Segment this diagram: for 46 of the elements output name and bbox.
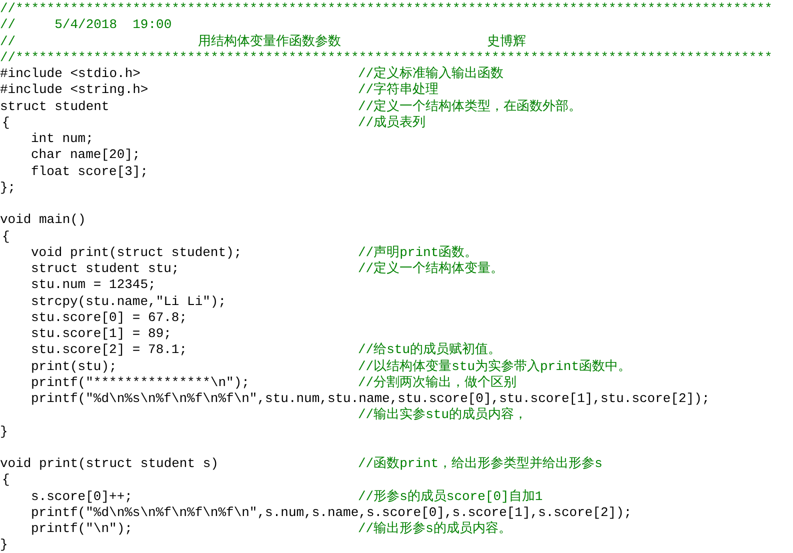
code-line: stu.score[1] = 89; bbox=[31, 326, 172, 342]
code-line: char name[20]; bbox=[31, 147, 140, 164]
code-comment: //输出实参stu的成员内容， bbox=[358, 407, 528, 424]
code-line: #include <stdio.h> bbox=[0, 66, 140, 82]
code-line: int num; bbox=[31, 131, 94, 147]
code-line: { bbox=[2, 228, 10, 244]
code-line: struct student stu; bbox=[31, 261, 180, 277]
code-line: struct student bbox=[0, 98, 110, 114]
code-line: stu.num = 12345; bbox=[31, 277, 156, 294]
code-line: printf("***************\n"); bbox=[31, 374, 250, 391]
code-line: }; bbox=[0, 180, 16, 196]
code-line: void print(struct student); bbox=[31, 244, 242, 261]
code-line: s.score[0]++; bbox=[31, 488, 132, 504]
code-line: } bbox=[0, 537, 8, 553]
code-line: } bbox=[0, 424, 8, 440]
code-comment: //函数print，给出形参类型并给出形参s bbox=[358, 456, 602, 472]
code-comment: //形参s的成员score[0]自加1 bbox=[358, 488, 543, 504]
header-comment: //************************************************************************************************* bbox=[0, 1, 772, 17]
code-line: strcpy(stu.name,"Li Li"); bbox=[31, 294, 226, 310]
header-comment: 史博辉 bbox=[487, 34, 526, 50]
code-comment: //定义标准输入输出函数 bbox=[358, 66, 504, 82]
code-line: printf("%d\n%s\n%f\n%f\n%f\n",stu.num,stu.name,stu.score[0],stu.score[1],stu.score[2]); bbox=[31, 391, 710, 407]
header-comment: // bbox=[0, 34, 16, 50]
header-comment: // 5/4/2018 19:00 bbox=[0, 17, 172, 34]
code-line: { bbox=[2, 114, 10, 131]
code-comment: //给stu的成员赋初值。 bbox=[358, 342, 502, 358]
code-line: printf("%d\n%s\n%f\n%f\n%f\n",s.num,s.name,s.score[0],s.score[1],s.score[2]); bbox=[31, 504, 632, 521]
header-comment: //************************************************************************************************* bbox=[0, 50, 772, 66]
code-line: void main() bbox=[0, 212, 86, 228]
code-comment: //输出形参s的成员内容。 bbox=[358, 521, 512, 537]
code-line: { bbox=[2, 472, 10, 488]
code-comment: //字符串处理 bbox=[358, 82, 439, 98]
code-comment: //声明print函数。 bbox=[358, 244, 478, 261]
code-line: printf("\n"); bbox=[31, 521, 132, 537]
code-comment: //定义一个结构体变量。 bbox=[358, 261, 504, 277]
code-comment: //定义一个结构体类型，在函数外部。 bbox=[358, 98, 582, 114]
code-comment: //成员表列 bbox=[358, 114, 426, 131]
code-line: #include <string.h> bbox=[0, 82, 148, 98]
code-line: stu.score[2] = 78.1; bbox=[31, 342, 188, 358]
code-line: float score[3]; bbox=[31, 164, 148, 180]
code-line: print(stu); bbox=[31, 358, 117, 374]
code-line: void print(struct student s) bbox=[0, 456, 218, 472]
code-comment: //以结构体变量stu为实参带入print函数中。 bbox=[358, 358, 632, 374]
header-comment: 用结构体变量作函数参数 bbox=[198, 34, 341, 50]
code-comment: //分割两次输出，做个区别 bbox=[358, 374, 517, 391]
code-line: stu.score[0] = 67.8; bbox=[31, 310, 188, 326]
